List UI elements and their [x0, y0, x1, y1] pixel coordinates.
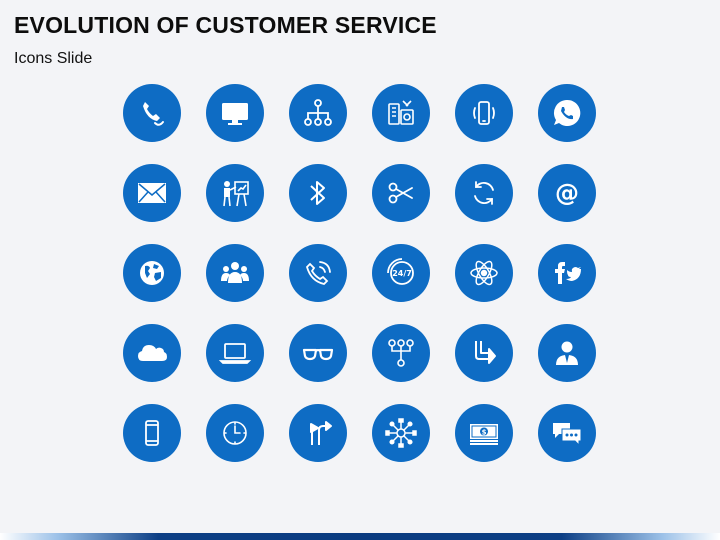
svg-text:@: @: [555, 179, 579, 207]
icon-grid: @ 24/7: [123, 84, 598, 464]
hierarchy-icon: [289, 84, 347, 142]
globe-icon: [123, 244, 181, 302]
support-24-7-icon: 24/7: [372, 244, 430, 302]
scissors-icon: [372, 164, 430, 222]
telephone-icon: [123, 84, 181, 142]
svg-text:24/7: 24/7: [392, 269, 412, 278]
desktop-monitor-icon: [206, 84, 264, 142]
smartphone-vibrate-icon: [455, 84, 513, 142]
group-users-icon: [206, 244, 264, 302]
svg-text:$: $: [482, 429, 487, 437]
envelope-icon: [123, 164, 181, 222]
network-icon: [372, 404, 430, 462]
slide-title: EVOLUTION OF CUSTOMER SERVICE: [14, 12, 437, 38]
glasses-icon: [289, 324, 347, 382]
slide-subtitle: Icons Slide: [14, 50, 93, 67]
at-sign-icon: @: [538, 164, 596, 222]
atom-icon: [455, 244, 513, 302]
chat-bubbles-icon: [538, 404, 596, 462]
bluetooth-icon: [289, 164, 347, 222]
refresh-icon: [455, 164, 513, 222]
clock-icon: [206, 404, 264, 462]
businessman-icon: [538, 324, 596, 382]
bottom-accent-bar: [0, 533, 720, 540]
phone-call-icon: [289, 244, 347, 302]
turn-arrows-icon: [455, 324, 513, 382]
mobile-phone-icon: [123, 404, 181, 462]
tools-clipboard-icon: [372, 84, 430, 142]
laptop-icon: [206, 324, 264, 382]
presenter-board-icon: [206, 164, 264, 222]
flow-chart-icon: [372, 324, 430, 382]
direction-sign-icon: [289, 404, 347, 462]
money-icon: $: [455, 404, 513, 462]
cloud-icon: [123, 324, 181, 382]
whatsapp-icon: [538, 84, 596, 142]
facebook-twitter-icon: [538, 244, 596, 302]
